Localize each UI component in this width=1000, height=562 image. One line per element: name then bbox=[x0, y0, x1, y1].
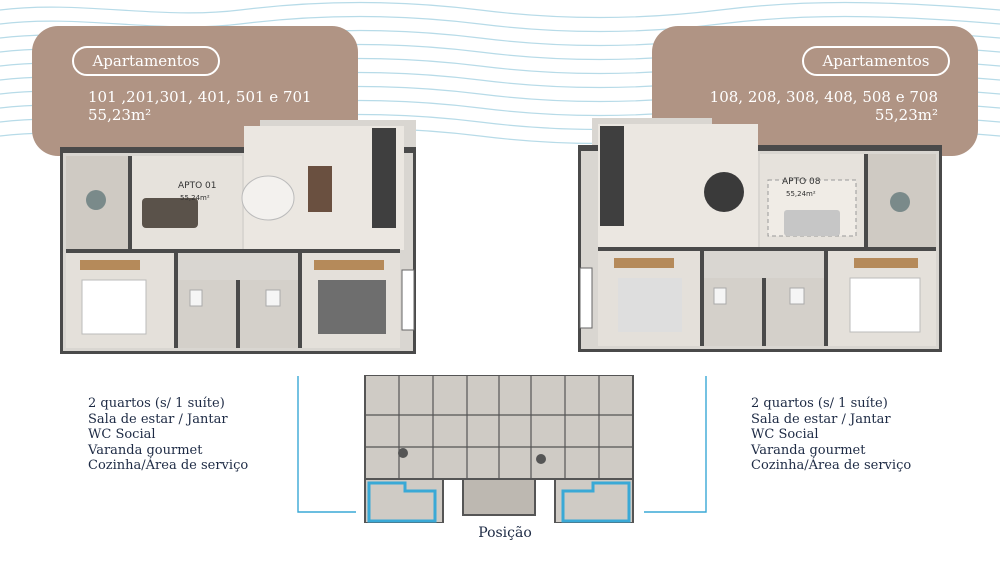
plan-label: APTO 08 bbox=[782, 177, 821, 187]
plan-area: 55,24m² bbox=[786, 190, 816, 198]
unit-numbers: 108, 208, 308, 408, 508 e 708 55,23m² bbox=[710, 88, 938, 124]
features-list-left: 2 quartos (s/ 1 suíte) Sala de estar / J… bbox=[88, 396, 248, 474]
feature-item: Varanda gourmet bbox=[88, 442, 203, 458]
apartamentos-badge: Apartamentos bbox=[802, 46, 950, 76]
feature-item: Cozinha/Área de serviço bbox=[88, 458, 249, 474]
plan-area: 55,24m² bbox=[180, 194, 210, 202]
feature-item: 2 quartos (s/ 1 suíte) bbox=[88, 396, 225, 411]
feature-item: WC Social bbox=[88, 427, 156, 443]
feature-item: Varanda gourmet bbox=[751, 442, 866, 458]
unit-list: 108, 208, 308, 408, 508 e 708 bbox=[709, 88, 938, 106]
building-key-plan bbox=[364, 375, 634, 523]
apartamentos-badge: Apartamentos bbox=[72, 46, 220, 76]
feature-item: WC Social bbox=[751, 427, 819, 443]
unit-area: 55,23m² bbox=[88, 106, 152, 124]
floor-plan-apto-01: APTO 01 55,24m² bbox=[60, 120, 416, 354]
floor-plan-apto-08: APTO 08 55,24m² bbox=[578, 118, 942, 352]
features-list-right: 2 quartos (s/ 1 suíte) Sala de estar / J… bbox=[751, 396, 911, 474]
position-label: Posição bbox=[478, 525, 532, 541]
unit-list: 101 ,201,301, 401, 501 e 701 bbox=[88, 88, 312, 106]
unit-numbers: 101 ,201,301, 401, 501 e 701 55,23m² bbox=[88, 88, 312, 124]
feature-item: Sala de estar / Jantar bbox=[88, 411, 228, 427]
feature-item: Sala de estar / Jantar bbox=[751, 411, 891, 427]
plan-label: APTO 01 bbox=[178, 181, 216, 191]
feature-item: Cozinha/Área de serviço bbox=[751, 458, 912, 474]
unit-area: 55,23m² bbox=[874, 106, 938, 124]
feature-item: 2 quartos (s/ 1 suíte) bbox=[751, 396, 888, 411]
